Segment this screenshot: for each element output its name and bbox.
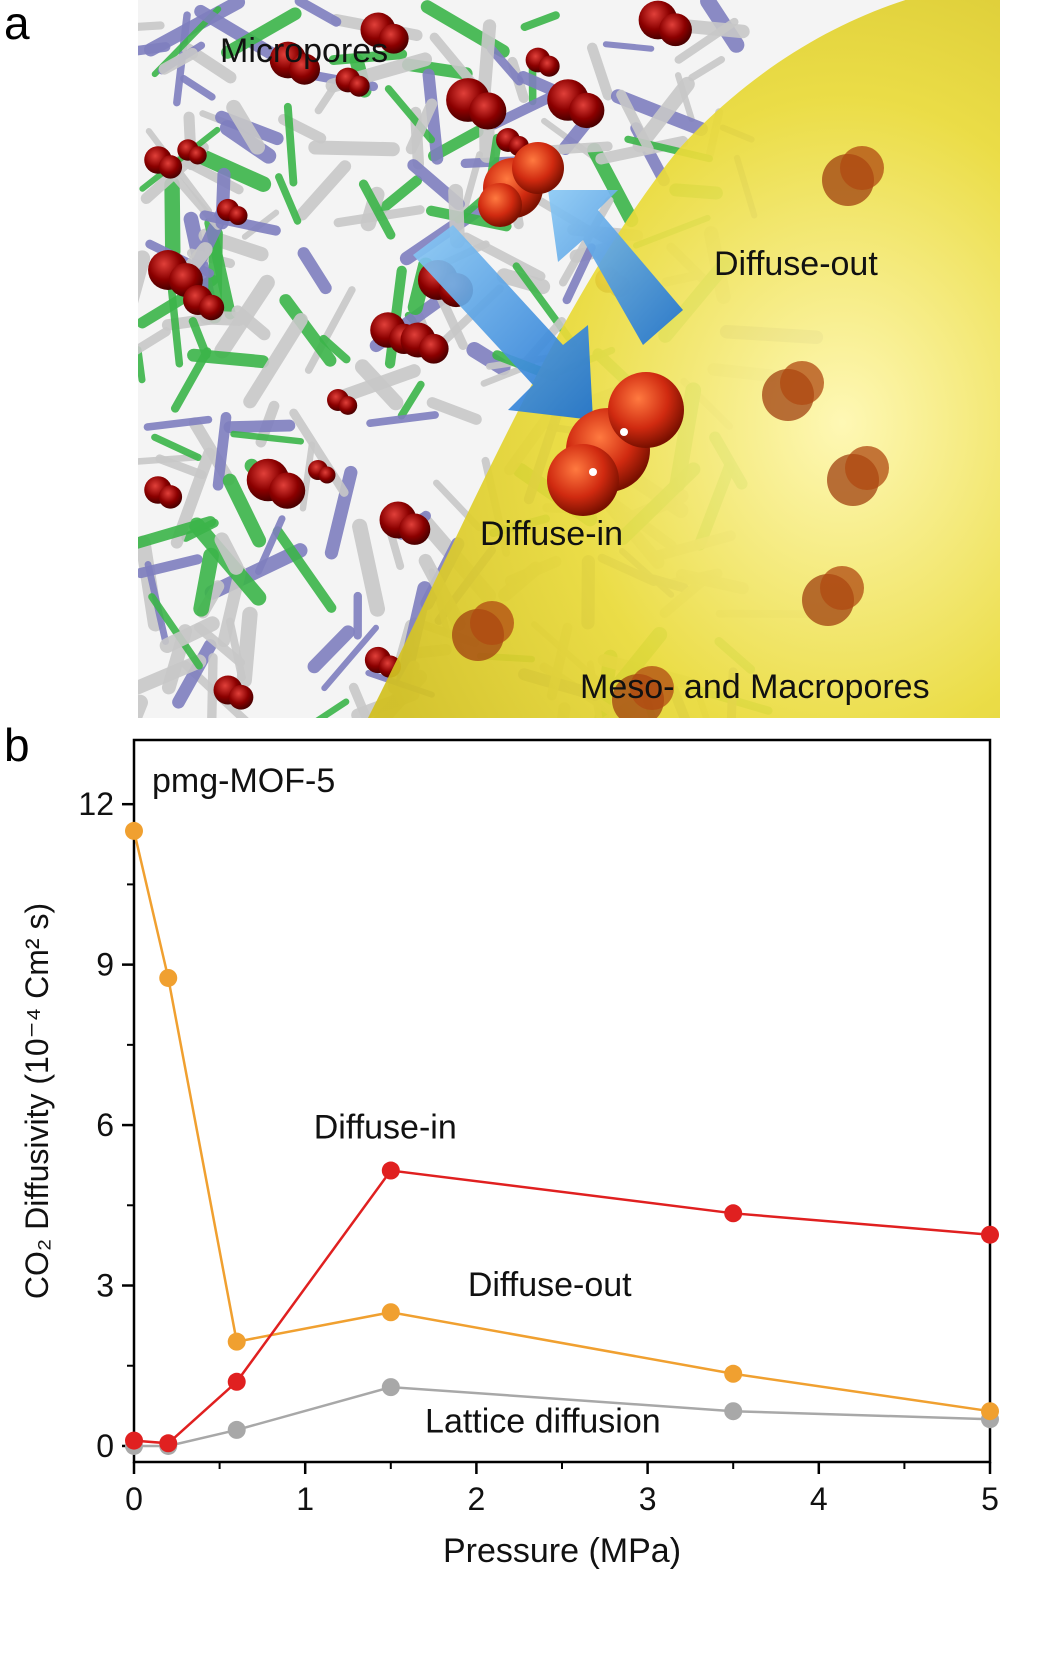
data-point	[125, 1432, 143, 1450]
data-point	[125, 822, 143, 840]
diffuse-in-label: Diffuse-in	[480, 515, 623, 554]
co2-molecule	[159, 485, 182, 508]
data-point	[159, 969, 177, 987]
series-line	[134, 831, 990, 1411]
data-point	[382, 1162, 400, 1180]
data-point	[228, 1373, 246, 1391]
co2-molecule	[780, 361, 824, 405]
co2-molecule	[399, 514, 430, 545]
series-annotation: Lattice diffusion	[425, 1403, 661, 1441]
data-point	[228, 1333, 246, 1351]
y-tick-label: 0	[96, 1428, 114, 1464]
framework-stick	[211, 658, 213, 718]
y-tick-label: 12	[78, 786, 114, 822]
x-tick-label: 2	[468, 1481, 486, 1517]
data-point	[159, 1434, 177, 1452]
co2-molecule	[339, 396, 358, 415]
meso-macropores-label: Meso- and Macropores	[580, 668, 930, 707]
data-point	[724, 1402, 742, 1420]
co2-molecule	[419, 334, 449, 364]
framework-stick	[138, 703, 140, 718]
co2-molecule	[269, 473, 305, 509]
data-point	[724, 1365, 742, 1383]
data-point	[981, 1226, 999, 1244]
co2-molecule	[189, 146, 207, 164]
co2-molecule	[659, 13, 692, 46]
series-annotation: Diffuse-in	[314, 1108, 457, 1146]
co2-molecule	[349, 76, 370, 97]
series-layer	[125, 822, 999, 1455]
diffuse-out-label: Diffuse-out	[714, 245, 878, 284]
framework-stick	[201, 556, 211, 609]
co2-molecule	[569, 93, 604, 128]
x-tick-label: 0	[125, 1481, 143, 1517]
co2-molecule	[229, 206, 248, 225]
x-tick-label: 1	[296, 1481, 314, 1517]
framework-stick	[315, 148, 392, 150]
data-point	[981, 1402, 999, 1420]
panel-a-letter: a	[4, 0, 30, 46]
y-tick-label: 9	[96, 947, 114, 983]
data-point	[382, 1378, 400, 1396]
data-point	[228, 1421, 246, 1439]
framework-illustration-svg	[138, 0, 1000, 718]
co2-molecule	[229, 685, 254, 710]
data-point	[382, 1303, 400, 1321]
series-annotation: Diffuse-out	[468, 1266, 632, 1304]
y-axis-title: CO₂ Diffusivity (10⁻⁴ Cm² s)	[19, 903, 55, 1299]
co2-molecule	[159, 155, 182, 178]
x-tick-label: 5	[981, 1481, 999, 1517]
chart-inset-label: pmg-MOF-5	[152, 762, 335, 800]
y-tick-label: 6	[96, 1107, 114, 1143]
framework-stick	[288, 107, 294, 183]
co2-molecule	[845, 446, 889, 490]
co2-molecule	[820, 566, 864, 610]
x-tick-label: 3	[639, 1481, 657, 1517]
co2-molecule	[199, 295, 224, 320]
framework-stick	[244, 614, 250, 680]
co2-molecule	[319, 466, 336, 483]
co2-molecule	[539, 56, 560, 77]
plot-frame	[134, 740, 990, 1462]
framework-stick	[229, 426, 289, 428]
framework-stick	[172, 184, 173, 251]
framework-stick	[138, 350, 142, 380]
x-axis-title: Pressure (MPa)	[443, 1532, 681, 1570]
micropores-label: Micropores	[220, 32, 388, 71]
co2-molecule	[840, 146, 884, 190]
co2-molecule	[469, 92, 506, 129]
co2-molecule	[470, 601, 514, 645]
x-tick-label: 4	[810, 1481, 828, 1517]
y-tick-label: 3	[96, 1268, 114, 1304]
data-point	[724, 1204, 742, 1222]
framework-stick	[138, 25, 161, 29]
pore-illustration: Micropores Diffuse-out Diffuse-in Meso- …	[138, 0, 1000, 718]
